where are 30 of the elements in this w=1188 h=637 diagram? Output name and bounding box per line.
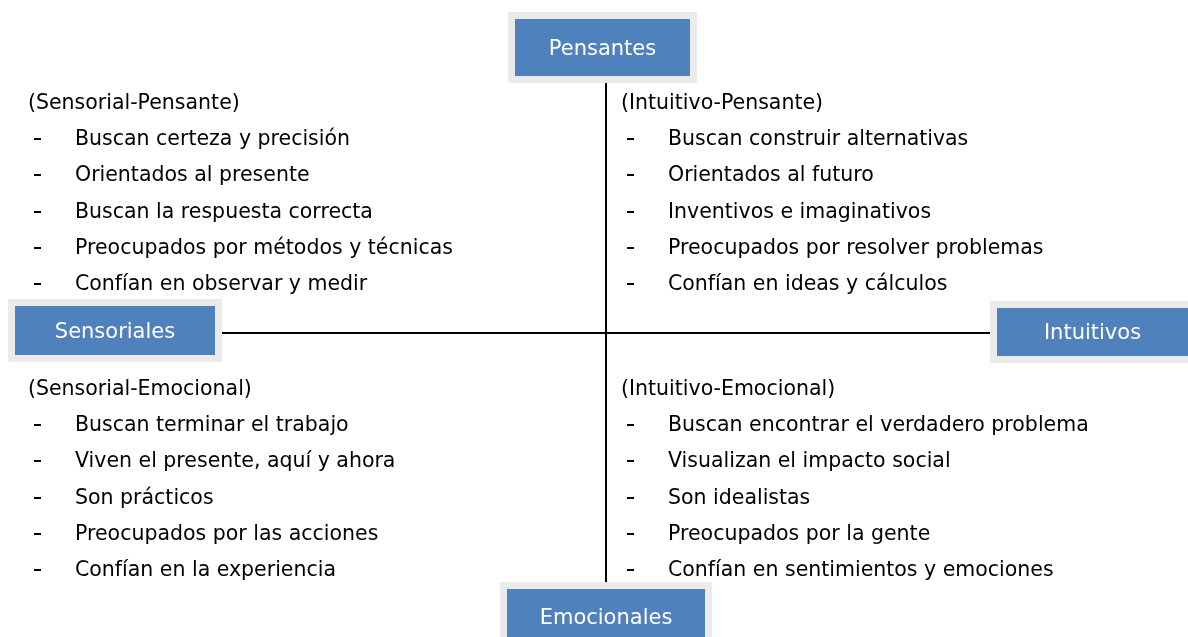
list-item: Confían en la experiencia: [75, 557, 336, 581]
quadrant-heading: (Sensorial-Emocional): [28, 376, 252, 400]
list-item: Viven el presente, aquí y ahora: [75, 448, 396, 473]
list-item: Orientados al futuro: [668, 162, 874, 187]
axis-line: [605, 82, 607, 583]
list-item: Buscan la respuesta correcta: [75, 198, 373, 223]
category-box: Intuitivos: [990, 301, 1188, 363]
category-box: Sensoriales: [8, 299, 222, 362]
list-item: Orientados al presente: [75, 162, 310, 187]
category-box: Pensantes: [508, 12, 697, 83]
list-item: Preocupados por las acciones: [75, 520, 379, 545]
list-item: Inventivos e imaginativos: [668, 198, 932, 223]
list-item: Preocupados por la gente: [668, 520, 931, 545]
quadrant-heading: (Intuitivo-Pensante): [621, 90, 824, 114]
axis-line: [221, 332, 991, 334]
list-item: Confían en ideas y cálculos: [668, 271, 948, 295]
category-box: Emocionales: [500, 582, 712, 637]
list-item: Confían en observar y medir: [75, 271, 368, 295]
list-item: Preocupados por resolver problemas: [668, 234, 1044, 259]
list-item: Son idealistas: [668, 484, 811, 509]
quadrant-heading: (Intuitivo-Emocional): [621, 376, 836, 400]
list-item: Preocupados por métodos y técnicas: [75, 234, 453, 259]
list-item: Visualizan el impacto social: [668, 448, 951, 473]
quadrant-heading: (Sensorial-Pensante): [28, 90, 240, 114]
list-item: Buscan construir alternativas: [668, 126, 969, 151]
list-item: Buscan terminar el trabajo: [75, 412, 349, 437]
list-item: Son prácticos: [75, 484, 214, 509]
list-item: Buscan encontrar el verdadero problema: [668, 412, 1089, 437]
list-item: Confían en sentimientos y emociones: [668, 557, 1054, 581]
list-item: Buscan certeza y precisión: [75, 126, 350, 151]
